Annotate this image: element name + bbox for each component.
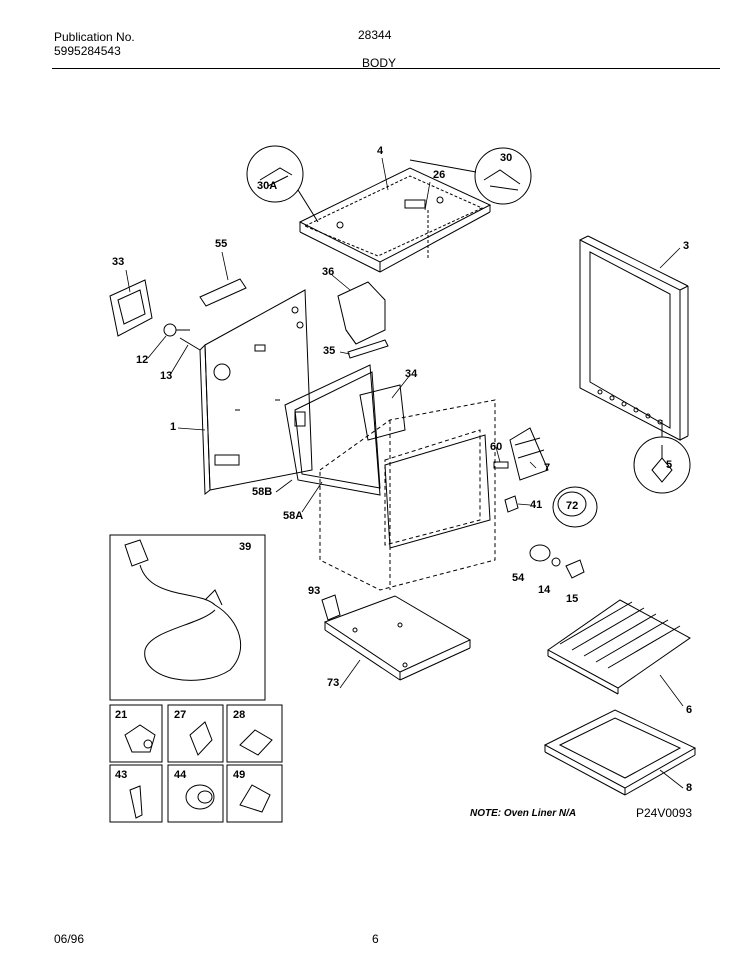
box-part-27: [167, 704, 224, 763]
callout-13: 13: [160, 370, 173, 382]
oven-liner-outline: [319, 399, 496, 591]
part-35: [347, 339, 389, 359]
detail-circle-30: [474, 147, 532, 205]
section-title: BODY: [362, 56, 397, 70]
part-12: [163, 323, 177, 337]
callout-93: 93: [308, 585, 321, 597]
part-33: [109, 279, 153, 337]
callout-58a: 58A: [283, 510, 304, 522]
callout-12: 12: [136, 354, 149, 366]
broiler-pan-part: [543, 709, 697, 796]
power-cord-box: [109, 534, 266, 701]
callout-49: 49: [233, 769, 246, 781]
callout-26: 26: [433, 169, 446, 181]
callout-5: 5: [666, 459, 673, 471]
callout-14: 14: [538, 584, 551, 596]
callout-72: 72: [566, 500, 579, 512]
part-36: [337, 281, 386, 345]
box-part-21: [109, 704, 163, 763]
callout-34: 34: [405, 368, 418, 380]
oven-rack-part: [547, 599, 691, 695]
part-41: [504, 495, 519, 513]
part-14: [551, 557, 561, 567]
insulation-part: [284, 364, 381, 496]
callout-1: 1: [170, 421, 177, 433]
callout-30a: 30A: [257, 180, 278, 192]
box-part-44: [167, 764, 224, 823]
part-13: [179, 337, 201, 351]
part-60: [493, 461, 509, 469]
publication-label: Publication No.: [54, 30, 135, 44]
callout-8: 8: [686, 782, 693, 794]
leader-lines: [125, 157, 684, 789]
header-rule: [52, 68, 720, 69]
callout-28: 28: [233, 709, 246, 721]
footer-date: 06/96: [54, 932, 85, 946]
callout-54: 54: [512, 572, 525, 584]
callout-41: 41: [530, 499, 543, 511]
diagram-code: P24V0093: [636, 806, 693, 820]
callout-58b: 58B: [252, 486, 273, 498]
callout-36: 36: [322, 266, 335, 278]
callout-33: 33: [112, 256, 125, 268]
callout-21: 21: [115, 709, 128, 721]
callout-15: 15: [566, 593, 579, 605]
callout-3: 3: [683, 240, 690, 252]
part-93: [321, 594, 341, 621]
oven-liner-note: NOTE: Oven Liner N/A: [470, 808, 577, 819]
callout-43: 43: [115, 769, 128, 781]
oven-frame: [384, 434, 491, 549]
callout-6: 6: [686, 704, 693, 716]
part-7: [509, 427, 549, 481]
callout-39: 39: [239, 541, 252, 553]
box-part-43: [109, 764, 163, 823]
part-54: [529, 544, 551, 562]
box-part-28: [226, 704, 283, 763]
callout-27: 27: [174, 709, 187, 721]
callout-44: 44: [174, 769, 187, 781]
part-34: [359, 384, 406, 441]
detail-circle-30a: [246, 145, 304, 203]
box-part-49: [226, 764, 283, 823]
bottom-panel-part: [323, 595, 472, 681]
plug-icon: [124, 539, 149, 567]
left-side-panel-part: [199, 289, 313, 496]
callout-60: 60: [490, 441, 503, 453]
callout-73: 73: [327, 677, 340, 689]
callout-4: 4: [377, 145, 384, 157]
part-55: [199, 278, 247, 307]
callout-35: 35: [323, 345, 336, 357]
top-panel-part: [298, 167, 492, 273]
callout-55: 55: [215, 238, 228, 250]
part-72: [552, 486, 598, 528]
part-15: [565, 559, 585, 579]
model-number: 28344: [358, 28, 392, 42]
publication-number: 5995284543: [54, 44, 121, 58]
side-panel-part: [579, 235, 689, 441]
page-number: 6: [372, 932, 379, 946]
callout-30: 30: [500, 152, 513, 164]
callout-7: 7: [544, 462, 551, 474]
